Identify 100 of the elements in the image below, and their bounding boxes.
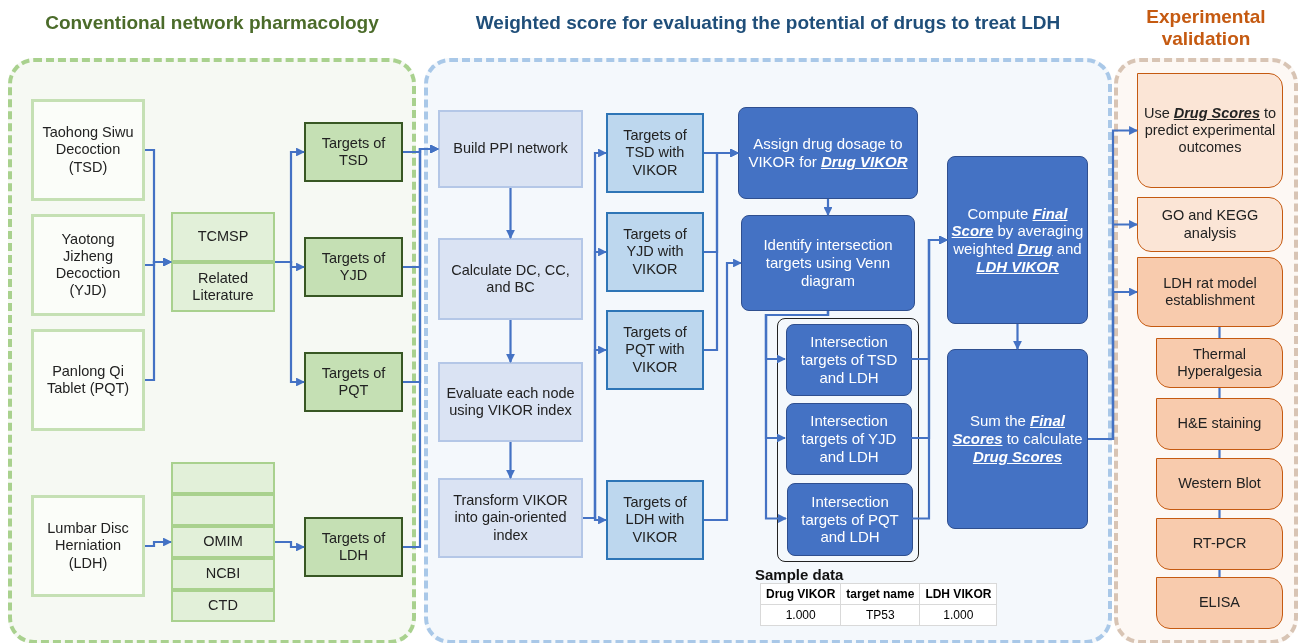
box-label: Intersection targets of PQT and LDH [800,492,900,547]
process-box [738,107,918,199]
connector-line [1218,450,1221,458]
database-group [171,462,275,622]
arrow [506,320,515,363]
connector-line [1218,388,1221,398]
table-value: TP53 [840,604,920,626]
validation-box [1156,458,1283,510]
arrow [506,188,515,239]
box-label: Targets of TSD with VIKOR [622,127,688,179]
box-label: Identify intersection targets using Venn diagram [762,236,894,290]
target-box [304,352,403,412]
validation-box [1156,338,1283,388]
panel-heading: Experimental validation [1145,6,1267,50]
column-header: target name [840,583,920,605]
database-box [171,558,275,590]
box-label: Intersection targets of TSD and LDH [799,333,899,387]
box-label: Western Blot [1177,475,1262,493]
process-box [786,403,912,475]
database-box [171,212,275,262]
box-label: H&E staining [1176,415,1263,433]
column-header: LDH VIKOR [919,583,997,605]
box-label: NCBI [204,565,242,583]
validation-box [1137,257,1283,327]
process-box [438,478,583,558]
table-value: 1.000 [919,604,997,626]
box-label: Related Literature [191,269,255,305]
validation-box [1137,73,1283,188]
box-label: RT-PCR [1191,535,1248,553]
arrow [704,148,739,352]
box-label: Targets of PQT [320,364,387,400]
validation-box [1156,518,1283,570]
column-header: Drug VIKOR [760,583,841,605]
box-label: Intersection targets of YJD and LDH [800,412,898,466]
target-box [606,480,704,560]
box-label: Use Drug Scores to predict experimental outcomes [1142,104,1278,157]
box-label: Lumbar Disc Herniation (LDH) [46,520,130,572]
target-box [304,237,403,297]
process-box [438,110,583,188]
box-label: Transform VIKOR into gain-oriented index [452,492,569,544]
arrow [823,199,833,216]
arrow [1013,324,1022,350]
arrow [506,442,515,479]
arrow [275,260,305,387]
database-group [171,212,275,312]
box-label: TCMSP [196,228,250,246]
box-label: Targets of PQT with VIKOR [622,324,688,376]
box-label: Targets of YJD with VIKOR [622,226,688,278]
box-label: CTD [207,597,239,615]
box-label: ELISA [1197,594,1242,612]
box-label: Targets of TSD [320,134,387,170]
arrow [145,537,172,548]
box-label: Yaotong Jizheng Decoction (YJD) [54,230,122,300]
box-label: Evaluate each node using VIKOR index [445,384,576,420]
connector-line [1218,570,1221,577]
table-title: Sample data [755,566,844,583]
arrow [145,257,172,382]
table-value: 1.000 [760,604,841,626]
box-label: Compute Final Score by averaging weighted Drug and LDH VIKOR [950,204,1085,276]
box-label: LDH rat model establishment [1162,274,1258,310]
process-box [947,156,1088,324]
arrow [275,540,305,552]
process-box [741,215,915,311]
validation-box [1156,577,1283,629]
target-box [606,310,704,390]
arrow [764,311,830,523]
target-box [606,212,704,292]
database-box [171,462,275,494]
box-label: Targets of YJD [320,249,387,285]
arrow [912,235,948,520]
arrow [403,144,439,549]
target-box [304,122,403,182]
box-label: Targets of LDH with VIKOR [622,494,688,546]
box-label: Panlong Qi Tablet (PQT) [45,362,131,398]
database-box [171,494,275,526]
panel-heading: Conventional network pharmacology [44,12,380,34]
container-box [777,318,919,562]
process-box [438,362,583,442]
process-box [438,238,583,320]
box-label: Taohong Siwu Decoction (TSD) [41,124,135,176]
target-box [304,517,403,577]
arrow [583,515,607,525]
box-label: Sum the Final Scores to calculate Drug Scores [951,412,1084,466]
target-box [606,113,704,193]
box-label: Calculate DC, CC, and BC [450,261,571,297]
source-box [31,214,145,316]
source-box [31,495,145,597]
connector-line [1218,510,1221,518]
source-box [31,329,145,431]
process-box [947,349,1088,529]
database-box [171,590,275,622]
database-box [171,526,275,558]
connector-line [1218,327,1221,338]
box-label: Build PPI network [452,140,569,158]
arrow [704,258,742,522]
panel-heading: Weighted score for evaluating the potential of drugs to treat LDH [474,12,1062,34]
process-box [787,483,913,556]
box-label: Thermal Hyperalgesia [1176,345,1263,381]
box-label: OMIM [202,533,244,551]
process-box [786,324,912,396]
